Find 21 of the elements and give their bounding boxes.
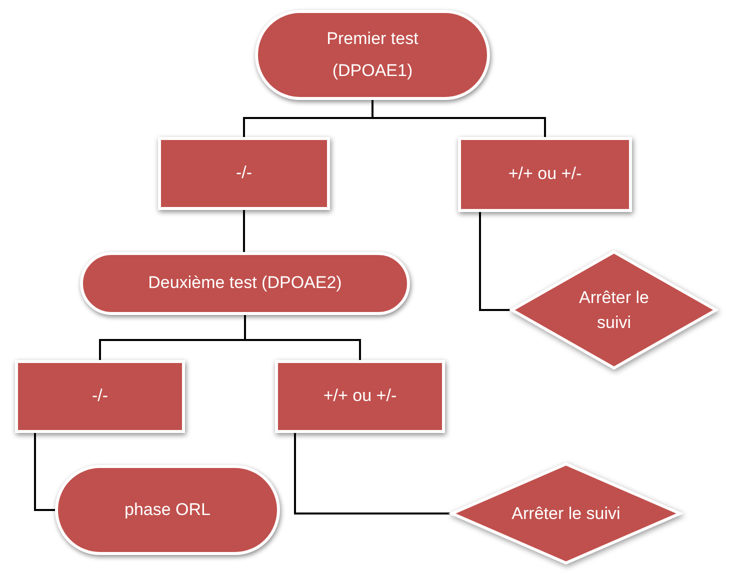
node-label: Arrêter le suivi (512, 502, 620, 525)
terminal-pill (80, 252, 410, 315)
connector-line (479, 212, 510, 311)
terminal-pill (55, 465, 280, 555)
process-box (15, 360, 185, 433)
process-box (458, 137, 632, 212)
process-box (158, 137, 330, 210)
node-label: Premier test (DPOAE1) (326, 28, 420, 82)
node-label: Deuxième test (DPOAE2) (148, 272, 342, 294)
node-label: Arrêter le suivi (578, 286, 650, 334)
node-label: -/- (236, 162, 252, 184)
connector-line (294, 433, 450, 514)
connector-line (34, 433, 55, 511)
node-label: -/- (92, 385, 108, 408)
node-label: phase ORL (124, 498, 210, 521)
node-label: +/+ ou +/- (508, 163, 582, 186)
process-box (275, 360, 445, 433)
node-label: +/+ ou +/- (323, 385, 397, 408)
connector-line (372, 100, 546, 137)
connector-line (243, 210, 246, 253)
terminal-pill (255, 10, 490, 100)
